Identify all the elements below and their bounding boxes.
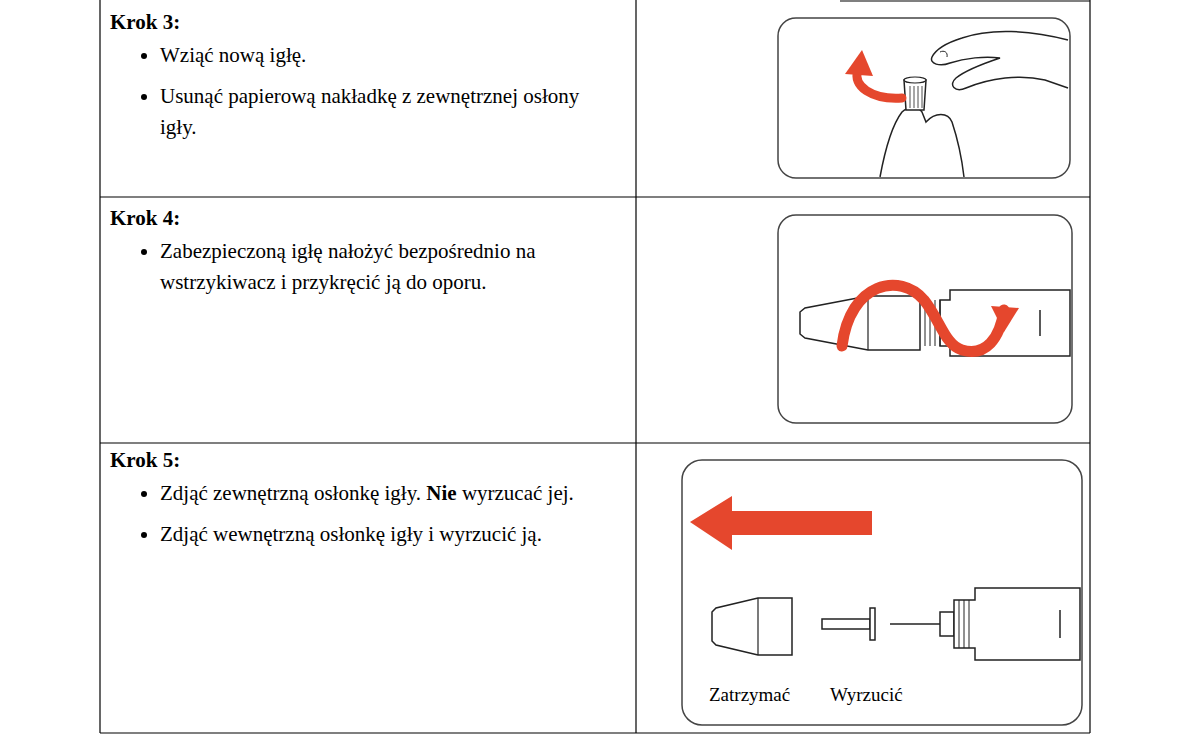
table-line — [1089, 0, 1090, 733]
needle-cap — [904, 80, 926, 110]
step-heading: Krok 4: — [110, 206, 610, 230]
table-line — [100, 732, 1090, 733]
pen-thread-stroke — [959, 600, 960, 648]
instruction-bullet: Zdjąć wewnętrzną osłonkę igły i wyrzucić… — [160, 519, 610, 550]
instruction-list: Zdjąć zewnętrzną osłonkę igły. Nie wyrzu… — [110, 478, 610, 550]
needle-hub — [940, 612, 954, 636]
instruction-bullet: Zdjąć zewnętrzną osłonkę igły. Nie wyrzu… — [160, 478, 610, 509]
needle — [890, 623, 940, 625]
step3-illustration — [778, 18, 1070, 178]
table-line — [99, 0, 100, 733]
picture-frame — [778, 18, 1070, 178]
instruction-text: wyrzucać jej. — [462, 481, 574, 505]
red-arrow — [690, 496, 872, 550]
step4-illustration — [778, 215, 1072, 423]
cap-ribs-stroke — [914, 86, 915, 108]
instruction-list: Zabezpieczoną igłę nałożyć bezpośrednio … — [110, 236, 610, 298]
pen-thread-stroke — [969, 600, 970, 648]
table-line — [840, 0, 1090, 1]
step-cell: Krok 3: Wziąć nową igłę. Usunąć papierową … — [100, 10, 636, 197]
step-cell: Krok 4: Zabezpieczoną igłę nałożyć bezpoś… — [100, 206, 636, 443]
instruction-text: Usunąć papierową nakładkę z zewnętrznej … — [160, 84, 579, 139]
instruction-text: Zabezpieczoną igłę nałożyć bezpośrednio … — [160, 239, 535, 294]
lower-hand — [880, 108, 964, 178]
paper-tab — [904, 77, 926, 83]
red-arrowhead — [845, 50, 873, 76]
instruction-text: Wziąć nową igłę. — [160, 43, 306, 67]
outer-needle-cap — [712, 598, 792, 655]
instruction-bullet: Usunąć papierową nakładkę z zewnętrznej … — [160, 81, 610, 143]
inner-cap-flange — [870, 608, 875, 640]
step-cell: Krok 5: Zdjąć zewnętrzną osłonkę igły. Ni… — [100, 448, 636, 733]
table-line — [100, 442, 1090, 443]
instruction-bullet: Wziąć nową igłę. — [160, 40, 610, 71]
inner-needle-cap — [822, 619, 870, 629]
pen-mark — [1059, 610, 1061, 638]
cap-ribs-stroke — [922, 86, 923, 108]
cap-ribs — [910, 86, 922, 108]
pen-mark — [1039, 310, 1041, 336]
pen-thread — [959, 600, 969, 648]
instruction-text: Zdjąć zewnętrzną osłonkę igły. — [160, 481, 421, 505]
fingernail — [940, 51, 947, 57]
cap-edge — [757, 598, 758, 655]
step-heading: Krok 5: — [110, 448, 610, 472]
red-arrowhead — [991, 306, 1019, 332]
cap-edge — [867, 296, 868, 350]
pen-body — [954, 588, 1080, 660]
instruction-text: Nie — [426, 481, 456, 505]
instruction-bullet: Zabezpieczoną igłę nałożyć bezpośrednio … — [160, 236, 610, 298]
picture-frame — [682, 460, 1082, 725]
instruction-text: Zdjąć wewnętrzną osłonkę igły i wyrzucić… — [160, 522, 542, 546]
step-heading: Krok 3: — [110, 10, 610, 34]
pen-thread-stroke — [964, 600, 965, 648]
picture-label: Wyrzucić — [828, 684, 905, 706]
table-line — [100, 196, 1090, 197]
upper-hand — [931, 31, 1068, 89]
picture-frame — [778, 215, 1072, 423]
picture-label: Zatrzymać — [707, 684, 792, 706]
cap-ribs-stroke — [918, 86, 919, 108]
step5-illustration — [682, 460, 1082, 725]
table-grid — [100, 0, 1090, 733]
cap-ribs-stroke — [910, 86, 911, 108]
instruction-list: Wziąć nową igłę. Usunąć papierową nakładk… — [110, 40, 610, 143]
table-line — [635, 0, 636, 733]
red-twist-arrow — [842, 285, 1004, 351]
